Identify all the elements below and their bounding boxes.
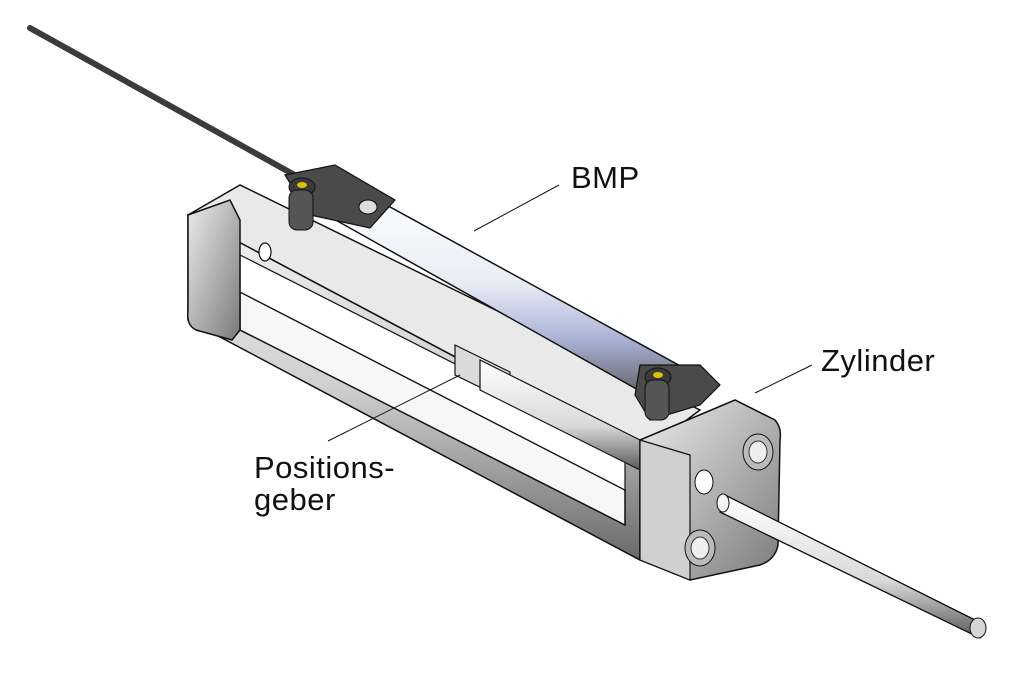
label-positionsgeber: Positions- geber — [254, 452, 395, 516]
left-end-cap — [186, 199, 241, 341]
label-positionsgeber-line2: geber — [254, 482, 336, 517]
leader-zylinder — [754, 364, 813, 394]
leader-positionsgeber — [327, 374, 461, 442]
label-bmp: BMP — [571, 160, 640, 195]
port-hole — [694, 469, 714, 495]
label-positionsgeber-line1: Positions- — [254, 450, 396, 485]
piston-rod — [719, 494, 985, 639]
label-zylinder: Zylinder — [821, 343, 936, 378]
sensor-cable — [27, 25, 303, 181]
leader-bmp — [473, 184, 560, 232]
